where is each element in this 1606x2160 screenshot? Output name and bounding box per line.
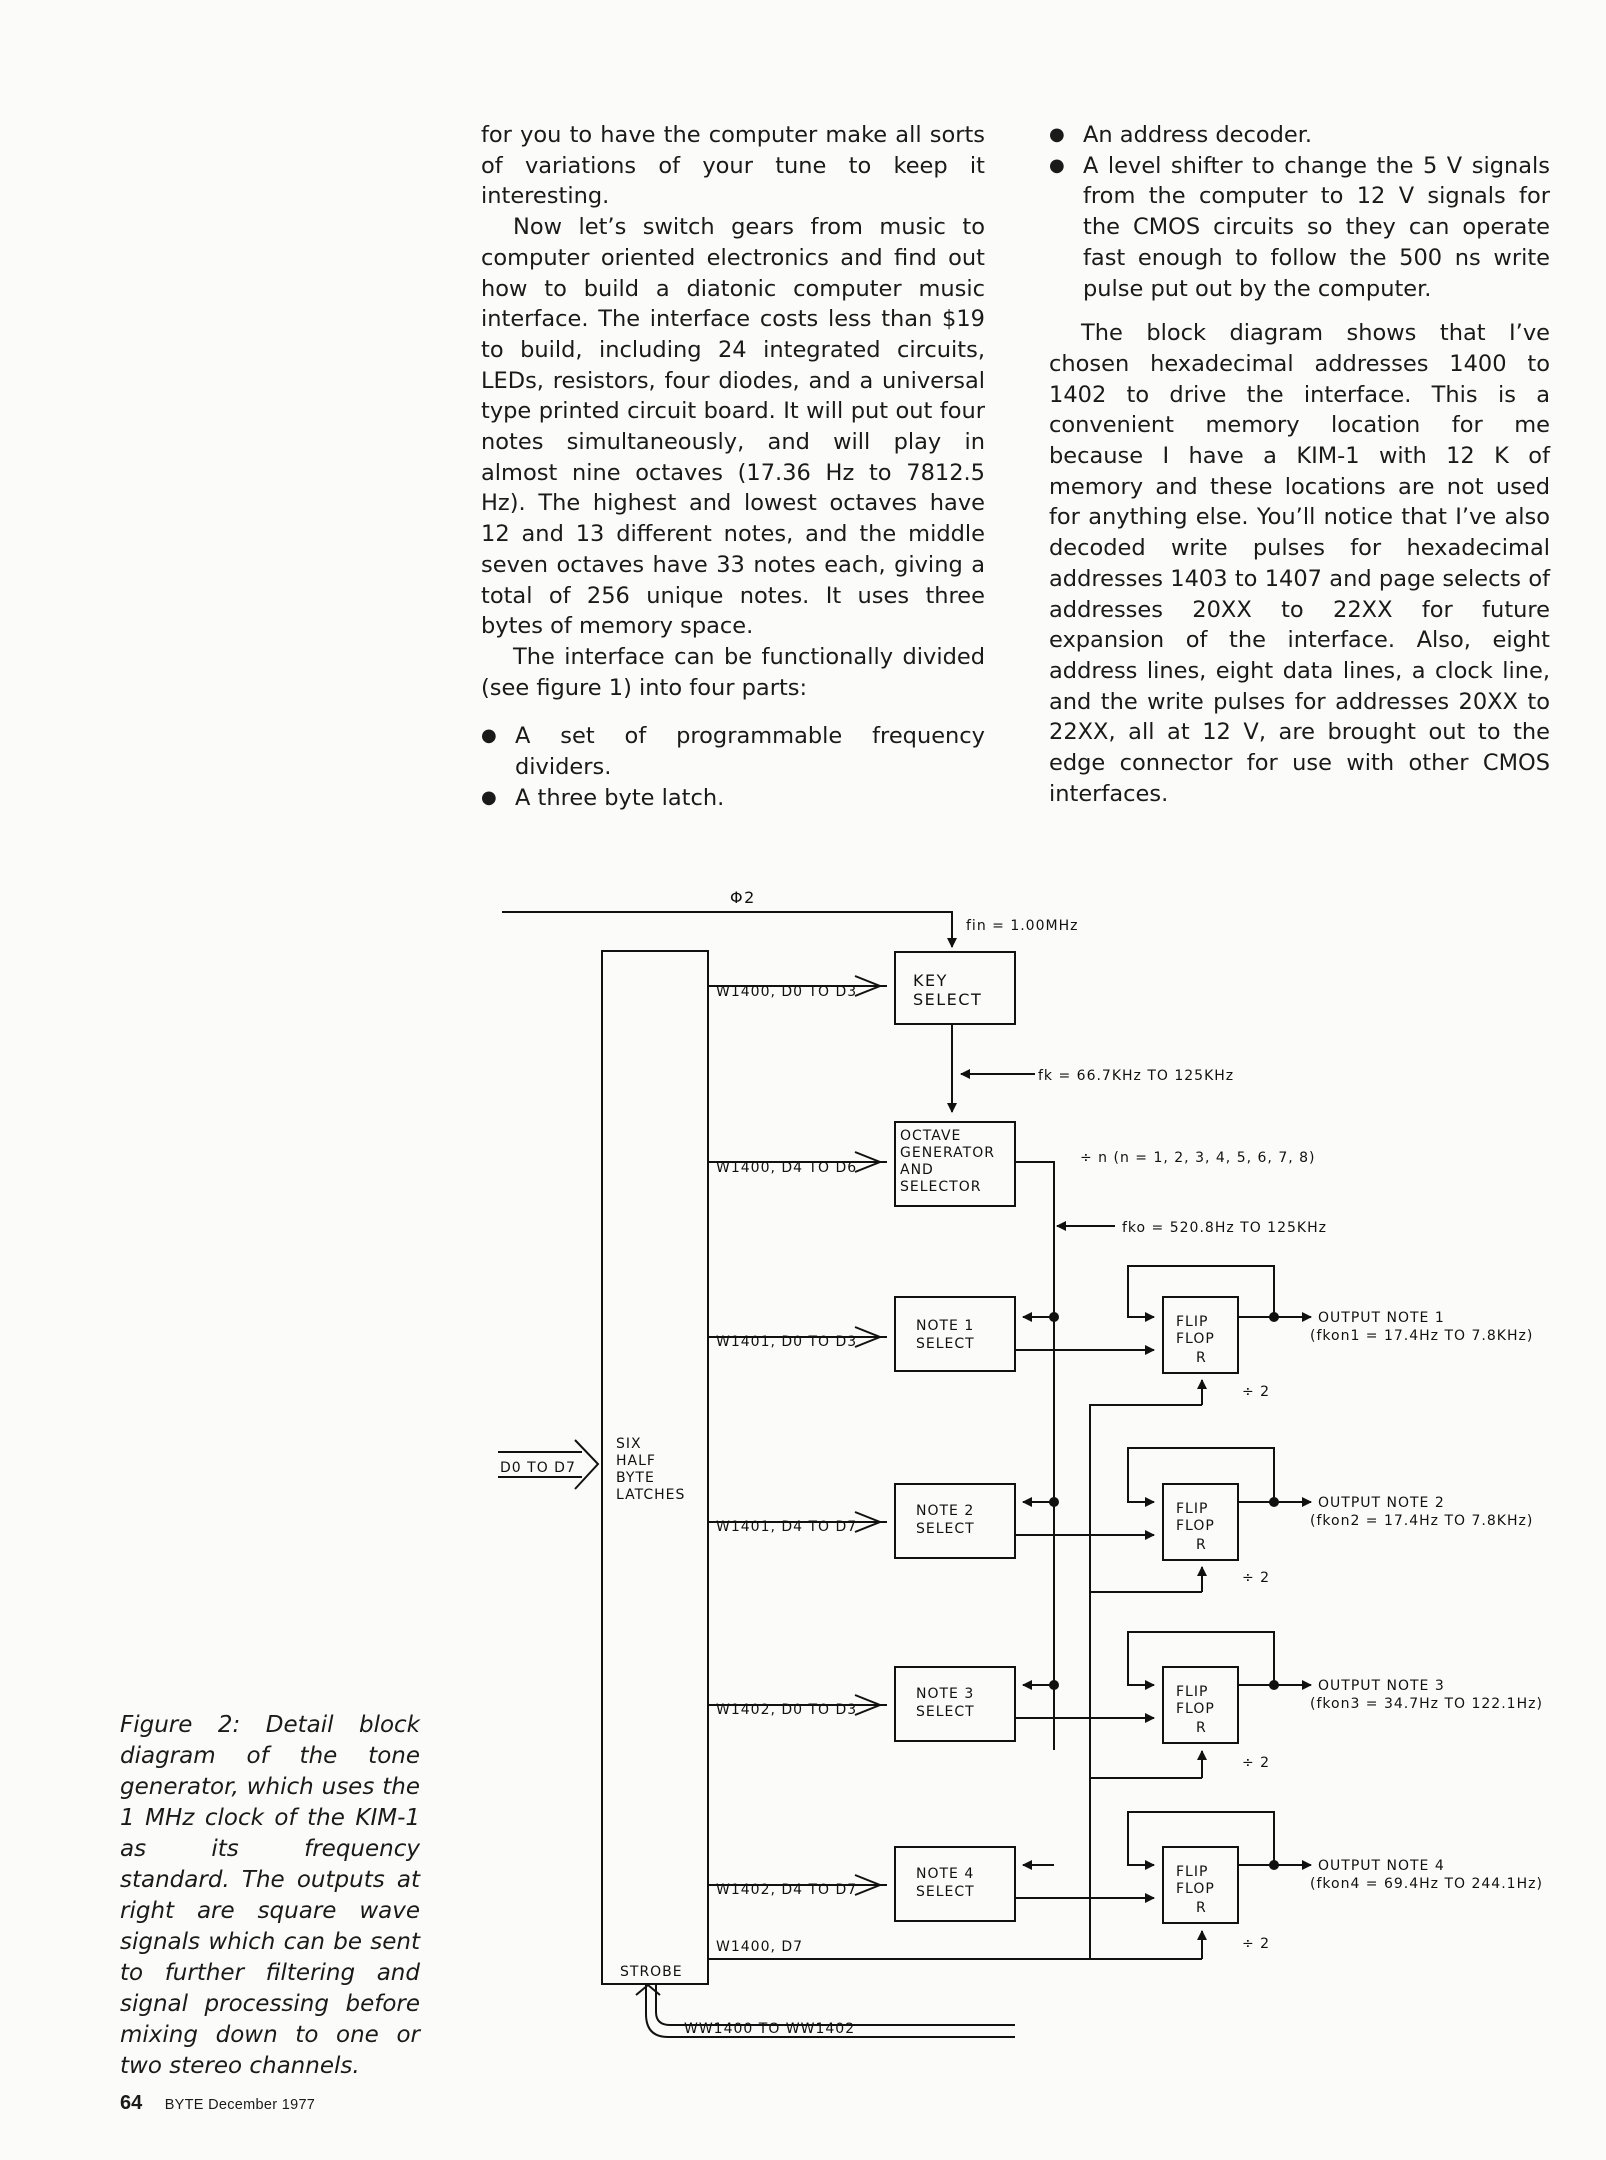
page-footer: 64 BYTE December 1977 xyxy=(120,2092,315,2115)
flipflop-label: R xyxy=(1196,1900,1207,1916)
flipflop-label: FLOP xyxy=(1176,1881,1215,1897)
paragraph: The interface can be functionally divide… xyxy=(481,643,985,701)
flipflop-label: R xyxy=(1196,1720,1207,1736)
note-select-label: NOTE 3 xyxy=(916,1686,974,1702)
paragraph: The block diagram shows that I’ve chosen… xyxy=(1049,320,1550,807)
paragraph: Now let’s switch gears from music to com… xyxy=(481,214,985,640)
div2-label: ÷ 2 xyxy=(1242,1755,1270,1771)
key-select-label: SELECT xyxy=(913,990,982,1009)
flipflop-label: FLIP xyxy=(1176,1501,1208,1517)
figure-caption: Figure 2: Detail block diagram of the to… xyxy=(120,1712,420,2079)
clear-bus-label: W1400, D7 xyxy=(716,1939,803,1955)
list-item: A set of programmable frequency dividers… xyxy=(481,721,985,782)
key-bus-label: W1400, D0 TO D3 xyxy=(716,984,857,1000)
fk-label: fk = 66.7KHz TO 125KHz xyxy=(1038,1068,1234,1084)
flipflop-label: FLOP xyxy=(1176,1518,1215,1534)
clock-line xyxy=(502,911,957,948)
div2-label: ÷ 2 xyxy=(1242,1570,1270,1586)
note-select-label: NOTE 2 xyxy=(916,1503,974,1519)
div2-label: ÷ 2 xyxy=(1242,1936,1270,1952)
list-item: A level shifter to change the 5 V signal… xyxy=(1049,151,1550,305)
note-select-label: SELECT xyxy=(916,1704,975,1720)
div2-label: ÷ 2 xyxy=(1242,1384,1270,1400)
svg-text:KEY: KEY xyxy=(913,971,948,990)
bullet-list: An address decoder. A level shifter to c… xyxy=(1049,120,1550,304)
latch-label: SIX xyxy=(616,1436,642,1452)
octave-label: OCTAVE xyxy=(900,1128,961,1144)
phi2-label: Φ2 xyxy=(730,888,756,907)
note-select-blocks xyxy=(894,1296,1016,1922)
note-bus-label: W1402, D4 TO D7 xyxy=(716,1882,857,1898)
list-item: An address decoder. xyxy=(1049,120,1550,151)
bullet-list: A set of programmable frequency dividers… xyxy=(481,721,985,813)
note-select-label: SELECT xyxy=(916,1884,975,1900)
latch-label: BYTE xyxy=(616,1470,655,1486)
flipflop-label: FLIP xyxy=(1176,1864,1208,1880)
flipflop-label: R xyxy=(1196,1350,1207,1366)
output-label: OUTPUT NOTE 1 xyxy=(1318,1310,1445,1326)
paragraph: for you to have the computer make all so… xyxy=(481,122,985,210)
output-label: OUTPUT NOTE 3 xyxy=(1318,1678,1445,1694)
key-select-block xyxy=(894,951,1016,1025)
octave-label: SELECTOR xyxy=(900,1179,981,1195)
octave-block xyxy=(894,1121,1016,1207)
output-label: OUTPUT NOTE 2 xyxy=(1318,1495,1445,1511)
publication-line: BYTE December 1977 xyxy=(164,2097,316,2113)
flipflop-label: FLIP xyxy=(1176,1314,1208,1330)
divide-n-label: ÷ n (n = 1, 2, 3, 4, 5, 6, 7, 8) xyxy=(1080,1150,1316,1166)
flipflop-label: R xyxy=(1196,1537,1207,1553)
strobe-label: STROBE xyxy=(620,1964,683,1980)
octave-bus-label: W1400, D4 TO D6 xyxy=(716,1160,857,1176)
note-bus-label: W1401, D0 TO D3 xyxy=(716,1334,857,1350)
latch-label: LATCHES xyxy=(616,1487,685,1503)
note-select-label: SELECT xyxy=(916,1521,975,1537)
latch-label: HALF xyxy=(616,1453,656,1469)
note-bus-label: W1401, D4 TO D7 xyxy=(716,1519,857,1535)
list-item: A three byte latch. xyxy=(481,783,985,814)
flipflop-label: FLIP xyxy=(1176,1684,1208,1700)
note-select-label: NOTE 4 xyxy=(916,1866,974,1882)
strobe-bus-label: WW1400 TO WW1402 xyxy=(684,2021,855,2037)
fko-label: fko = 520.8Hz TO 125KHz xyxy=(1122,1220,1327,1236)
note-select-label: NOTE 1 xyxy=(916,1318,974,1334)
key-select-label: KEY xyxy=(913,971,948,990)
output-range-label: (fkon4 = 69.4Hz TO 244.1Hz) xyxy=(1310,1876,1543,1892)
flipflop-label: FLOP xyxy=(1176,1701,1215,1717)
flip-flop-blocks xyxy=(1162,1296,1239,1924)
output-range-label: (fkon3 = 34.7Hz TO 122.1Hz) xyxy=(1310,1696,1543,1712)
note-bus-label: W1402, D0 TO D3 xyxy=(716,1702,857,1718)
output-range-label: (fkon2 = 17.4Hz TO 7.8KHz) xyxy=(1310,1513,1533,1529)
output-label: OUTPUT NOTE 4 xyxy=(1318,1858,1445,1874)
output-range-label: (fkon1 = 17.4Hz TO 7.8KHz) xyxy=(1310,1328,1533,1344)
page-number: 64 xyxy=(120,2092,143,2114)
left-text-column: for you to have the computer make all so… xyxy=(481,120,985,813)
note-select-label: SELECT xyxy=(916,1336,975,1352)
right-text-column: An address decoder. A level shifter to c… xyxy=(1049,120,1550,809)
svg-text:SELECT: SELECT xyxy=(913,990,982,1009)
flipflop-label: FLOP xyxy=(1176,1331,1215,1347)
data-in-label: D0 TO D7 xyxy=(500,1460,576,1476)
octave-label: AND xyxy=(900,1162,934,1178)
octave-label: GENERATOR xyxy=(900,1145,995,1161)
fin-label: fin = 1.00MHz xyxy=(966,918,1078,934)
